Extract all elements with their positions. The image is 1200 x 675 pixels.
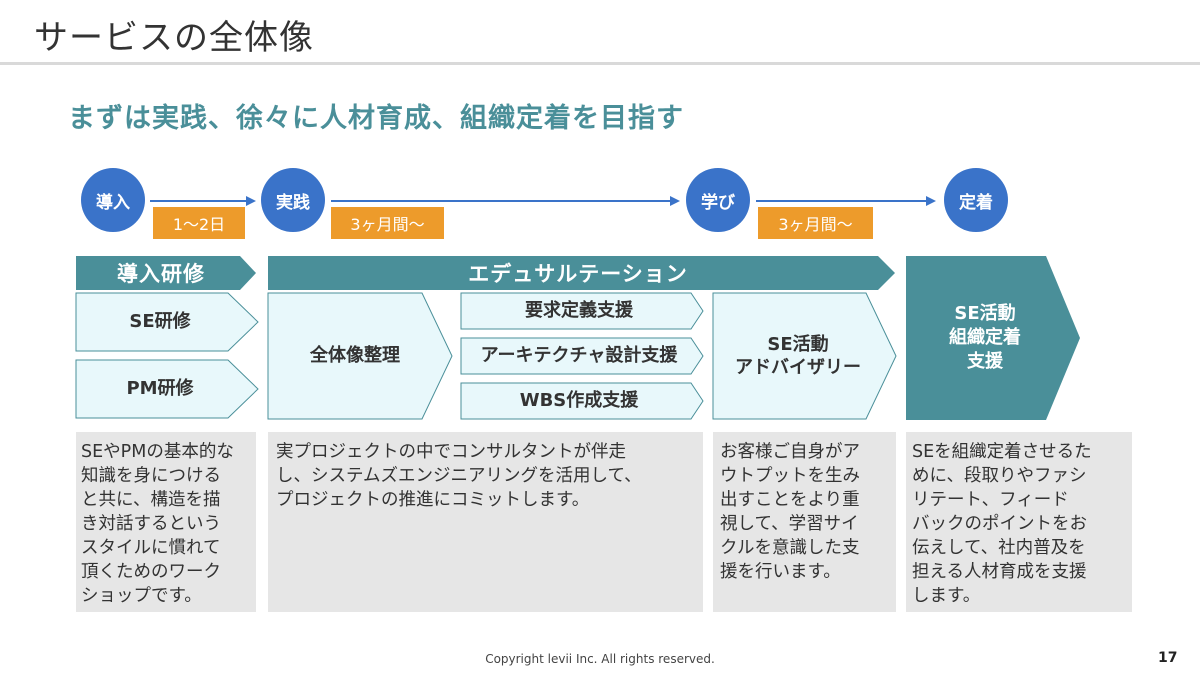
phase-establishment-circle: 定着	[944, 168, 1008, 232]
description-line: クルを意識した支	[720, 538, 860, 558]
architecture-support-label: アーキテクチャ設計支援	[480, 345, 678, 367]
se-training-label: SE研修	[129, 311, 191, 333]
requirements-support-label: 要求定義支援	[525, 300, 633, 322]
description-line: と共に、構造を描	[81, 490, 221, 510]
description-line: 担える人材育成を支援	[912, 562, 1087, 582]
band-consultation-label: エデュサルテーション	[468, 262, 688, 286]
architecture-support-shape	[460, 337, 704, 375]
description-line: き対話するという	[81, 514, 221, 534]
se-org-support-line-2: 組織定着	[949, 326, 1021, 348]
se-org-support-line-1: SE活動	[954, 302, 1016, 324]
band-consultation-shape	[268, 256, 895, 290]
se-training-shape	[75, 292, 259, 352]
description-line: リテート、フィード	[912, 490, 1069, 510]
description-line: 知識を身につける	[81, 466, 221, 486]
wbs-support-shape	[460, 382, 704, 420]
description-line: SEやPMの基本的な	[81, 442, 234, 462]
page-title: サービスの全体像	[34, 18, 314, 58]
description-line: し、システムズエンジニアリングを活用して、	[276, 466, 642, 486]
description-line: 実プロジェクトの中でコンサルタントが伴走	[276, 442, 626, 462]
description-line: バックのポイントをお	[912, 514, 1087, 534]
overall-organization-label: 全体像整理	[310, 345, 400, 367]
description-line: します。	[912, 586, 981, 606]
pm-training-shape	[75, 359, 259, 419]
overall-organization-shape	[267, 292, 453, 420]
description-line: めに、段取りやファシ	[912, 466, 1087, 486]
description-line: SEを組織定着させるた	[912, 442, 1092, 462]
pm-training-label: PM研修	[126, 378, 194, 400]
copyright-footer: Copyright levii Inc. All rights reserved…	[485, 652, 715, 666]
phase-practice-circle: 実践	[261, 168, 325, 232]
subtitle: まずは実践、徐々に人材育成、組織定着を目指す	[68, 103, 684, 134]
description-practice: 実プロジェクトの中でコンサルタントが伴走 し、システムズエンジニアリングを活用し…	[268, 432, 703, 612]
se-advisory-label: SE活動 アドバイザリー	[713, 293, 883, 419]
duration-badge-3: 3ヶ月間〜	[758, 207, 873, 239]
description-line: プロジェクトの推進にコミットします。	[276, 490, 590, 510]
se-advisory-line-2: アドバイザリー	[735, 357, 861, 378]
description-training: SEやPMの基本的な 知識を身につける と共に、構造を描 き対話するという スタ…	[76, 432, 256, 612]
band-training-shape	[76, 256, 256, 290]
phase-introduction-circle: 導入	[81, 168, 145, 232]
description-line: ウトプットを生み	[720, 466, 860, 486]
description-line: 頂くためのワーク	[81, 562, 221, 582]
description-learning: お客様ご自身がア ウトプットを生み 出すことをより重 視して、学習サイ クルを意…	[713, 432, 896, 612]
title-divider	[0, 62, 1200, 65]
se-advisory-shape	[712, 292, 897, 420]
phase-learning-circle: 学び	[686, 168, 750, 232]
se-org-support-shape	[906, 256, 1080, 420]
duration-badge-1: 1〜2日	[153, 207, 245, 239]
duration-badge-2: 3ヶ月間〜	[331, 207, 444, 239]
description-establishment: SEを組織定着させるた めに、段取りやファシ リテート、フィード バックのポイン…	[906, 432, 1132, 612]
band-training-label: 導入研修	[117, 262, 205, 286]
wbs-support-label: WBS作成支援	[519, 390, 639, 412]
se-org-support-label: SE活動 組織定着 支援	[906, 256, 1064, 420]
se-org-support-line-3: 支援	[967, 351, 1003, 373]
description-line: スタイルに慣れて	[81, 538, 221, 558]
description-line: ショップです。	[81, 586, 202, 606]
description-line: お客様ご自身がア	[720, 442, 860, 462]
description-line: 視して、学習サイ	[720, 514, 859, 534]
se-advisory-line-1: SE活動	[767, 333, 829, 355]
description-line: 伝えして、社内普及を	[912, 538, 1086, 558]
description-line: 出すことをより重	[720, 490, 860, 510]
description-line: 援を行います。	[720, 562, 841, 582]
page-number: 17	[1158, 650, 1178, 666]
requirements-support-shape	[460, 292, 704, 330]
